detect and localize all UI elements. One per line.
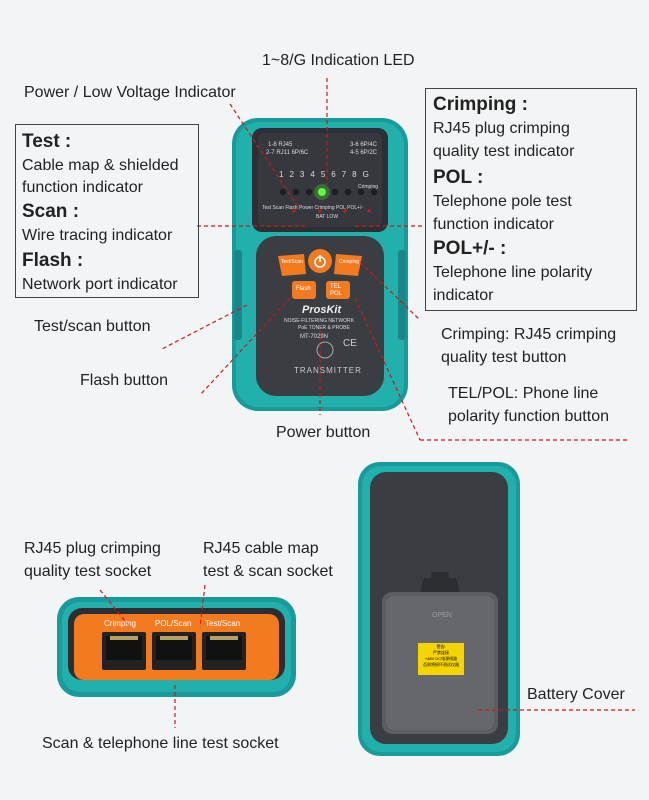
tester-front: CE	[232, 118, 408, 411]
scan-desc: Wire tracing indicator	[22, 227, 173, 244]
led-number: 4	[310, 170, 315, 179]
led-number: 1	[279, 170, 284, 179]
test-scan-key[interactable]: Test/Scan	[281, 259, 303, 265]
led-label-6p4c: 3-6 6P/4C	[350, 142, 378, 148]
battery-cover-callout: Battery Cover	[527, 686, 625, 703]
power-low-callout: Power / Low Voltage Indicator	[24, 84, 236, 101]
led-number: 6	[331, 170, 336, 179]
rj45-map-socket-callout-2: test & scan socket	[203, 563, 333, 580]
status-labels: Test Scan Flash Power Crimping POL POL+/…	[262, 205, 364, 211]
led-number: 3	[299, 170, 305, 179]
test-desc-1: Cable map & shielded	[22, 157, 179, 174]
power-button-callout: Power button	[276, 424, 371, 441]
polpm-desc-2: indicator	[433, 287, 494, 304]
bat-low-label: BAT LOW	[316, 214, 339, 220]
brand-logo: ProsKit	[302, 304, 342, 316]
led-callout: 1~8/G Indication LED	[262, 52, 415, 69]
led-number: G	[362, 170, 369, 179]
rj45-map-socket-callout-1: RJ45 cable map	[203, 540, 319, 557]
product-line-2: PoE TONER & PROBE	[298, 325, 350, 331]
flash-button-callout: Flash button	[80, 372, 169, 389]
svg-text:CE: CE	[343, 338, 357, 349]
left-indicator-box	[15, 124, 199, 298]
transmitter-label: TRANSMITTER	[294, 366, 362, 375]
led-number: 2	[289, 170, 294, 179]
pol-desc-2: function indicator	[433, 216, 554, 233]
telpol-button-callout-1: TEL/POL: Phone line	[448, 385, 599, 402]
led-number: 7	[341, 170, 347, 179]
crimping-desc-2: quality test indicator	[433, 143, 575, 160]
test-title: Test :	[22, 131, 72, 152]
warning-label: 警告! 严禁连接 +48V DC电源线路 否则将损坏测试仪器	[419, 644, 463, 668]
test-desc-2: function indicator	[22, 179, 143, 196]
port-label-crimping: Crimping	[104, 619, 137, 628]
rj45-crimp-socket-callout-1: RJ45 plug crimping	[24, 540, 161, 557]
pol-title: POL :	[433, 167, 484, 188]
crimping-tag: Crimping	[358, 184, 379, 190]
test-scan-button-callout: Test/scan button	[34, 318, 151, 335]
flash-key[interactable]: Flash	[296, 286, 311, 292]
rj45-crimp-socket-callout-2: quality test socket	[24, 563, 152, 580]
tel-pol-key[interactable]: TEL POL	[330, 284, 343, 297]
tester-back	[358, 462, 520, 756]
crimping-title: Crimping :	[433, 94, 528, 115]
scan-tel-socket-callout: Scan & telephone line test socket	[42, 735, 279, 752]
crimping-button-callout-2: quality test button	[441, 349, 567, 366]
led-label-rj45: 1-8 RJ45	[268, 142, 293, 148]
open-label: OPEN	[432, 612, 452, 619]
crimping-desc-1: RJ45 plug crimping	[433, 120, 570, 137]
crimping-key[interactable]: Crimping	[339, 259, 360, 265]
polpm-title: POL+/- :	[433, 238, 507, 259]
led-number: 8	[352, 170, 357, 179]
callout-lines	[99, 78, 635, 728]
warning-line: 严禁连接	[433, 650, 449, 655]
led-numbers: 1 2 3 4 5 6 7 8 G	[279, 170, 369, 179]
product-line-1: NOISE-FILTERING NETWORK	[284, 318, 354, 324]
tester-ports	[57, 597, 296, 697]
warning-line: +48V DC电源线路	[424, 656, 458, 661]
pol-desc-1: Telephone pole test	[433, 193, 572, 210]
led-number: 5	[320, 170, 326, 179]
flash-title: Flash :	[22, 250, 84, 271]
polpm-desc-1: Telephone line polarity	[433, 264, 593, 281]
port-label-pol-scan: POL/Scan	[155, 619, 192, 628]
led-label-rj11: 2-7 RJ11 6P/6C	[266, 150, 309, 156]
crimping-button-callout-1: Crimping: RJ45 crimping	[441, 326, 617, 343]
scan-title: Scan :	[22, 201, 80, 222]
telpol-button-callout-2: polarity function button	[448, 408, 609, 425]
right-indicator-box	[425, 88, 637, 311]
port-label-test-scan: Test/Scan	[205, 619, 241, 628]
led-label-6p2c: 4-5 6P/2C	[350, 150, 378, 156]
warning-line: 否则将损坏测试仪器	[423, 662, 459, 667]
flash-desc: Network port indicator	[22, 276, 178, 293]
warning-title: 警告!	[436, 644, 446, 649]
model-label: MT-7029N	[300, 334, 329, 340]
